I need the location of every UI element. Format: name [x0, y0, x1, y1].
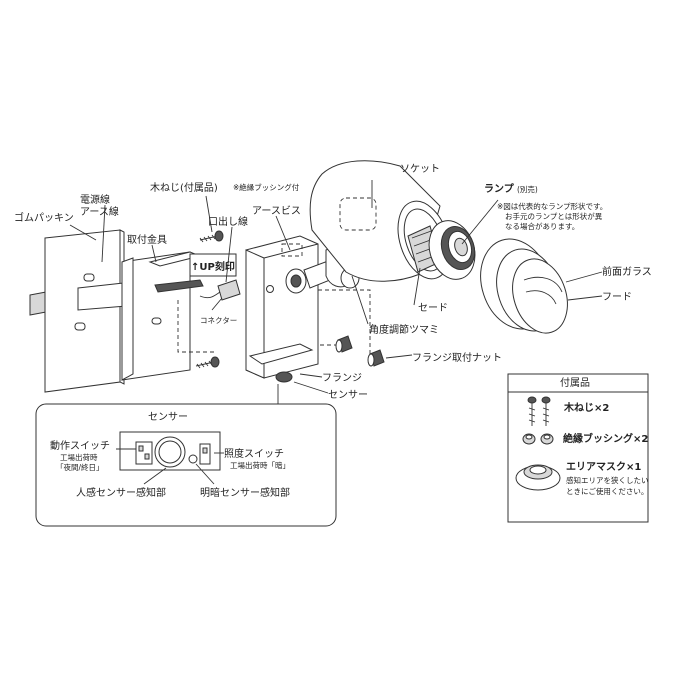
label-wood-screw-note: ※絶縁ブッシング付: [233, 182, 300, 192]
flange-nut-small: [335, 335, 353, 353]
label-mounting-bracket: 取付金具: [127, 233, 167, 246]
label-lamp-note: (別売): [517, 184, 538, 194]
label-up-mark: ↑UP刻印: [191, 260, 235, 273]
leader-lines: [69, 180, 603, 394]
label-earth-screw: アースビス: [252, 205, 301, 217]
label-hood: フード: [602, 292, 632, 303]
label-motion-sensor: 人感センサー感知部: [76, 486, 166, 499]
label-rubber-packing: ゴムパッキン: [14, 211, 74, 224]
label-power-cable: 電源線: [80, 193, 110, 206]
label-illuminance-default: 工場出荷時「暗」: [230, 460, 290, 470]
label-operation-switch: 動作スイッチ: [50, 439, 110, 452]
label-front-glass: 前面ガラス: [602, 265, 652, 278]
label-shade: セード: [418, 302, 448, 314]
connector: [199, 279, 241, 301]
sensor-box-title: センサー: [148, 411, 188, 423]
lamp-caption-line-3: なる場合があります。: [505, 221, 579, 231]
label-flange: フランジ: [322, 372, 362, 384]
accessory-wood-screw: 木ねじ×2: [563, 401, 609, 414]
label-light-sensor: 明暗センサー感知部: [200, 486, 290, 499]
rubber-packing-plate: [44, 229, 125, 393]
label-illuminance-switch: 照度スイッチ: [224, 447, 284, 460]
wood-screw-bottom: [195, 356, 220, 369]
label-connector: コネクター: [200, 316, 237, 325]
bushing-icon: [522, 433, 554, 445]
wood-screw-top: [199, 230, 224, 243]
label-socket: ソケット: [400, 163, 440, 175]
label-angle-knob: 角度調節ツマミ: [369, 323, 439, 336]
up-mark-box: [189, 253, 237, 277]
lamp-bulb: [407, 220, 476, 280]
label-flange-nut: フランジ取付ナット: [412, 351, 502, 364]
label-outlet-wire: 口出し線: [208, 215, 248, 228]
sensor-body: [245, 235, 319, 383]
wood-screw-icon: [527, 396, 551, 426]
lamp-caption-line-2: お手元のランプとは形状が異: [505, 211, 603, 221]
arm-joint: [303, 247, 360, 289]
lamp-caption-line-1: ※図は代表的なランプ形状です。: [497, 201, 607, 211]
mask-caption-line-1: 感知エリアを狭くしたい: [566, 475, 649, 485]
label-wood-screw: 木ねじ(付属品): [150, 181, 218, 194]
mask-caption-line-2: ときにご使用ください。: [566, 486, 648, 496]
label-earth-cable: アース線: [80, 205, 119, 218]
flange-nut: [367, 349, 385, 367]
accessory-area-mask: エリアマスク×1: [566, 461, 641, 473]
label-operation-default-value: 「夜間/終日」: [56, 462, 104, 472]
area-mask-icon: [515, 464, 561, 491]
sensor-callout: [35, 384, 337, 527]
label-operation-default-line: 工場出荷時: [60, 452, 98, 462]
label-lamp: ランプ: [484, 182, 515, 195]
label-sensor: センサー: [328, 389, 368, 401]
accessories-title: 付属品: [560, 376, 590, 389]
mounting-bracket: [121, 251, 204, 381]
hood-front-glass: [480, 238, 568, 334]
accessories-box: [507, 373, 649, 523]
accessory-bushing: 絶縁ブッシング×2: [563, 432, 648, 445]
